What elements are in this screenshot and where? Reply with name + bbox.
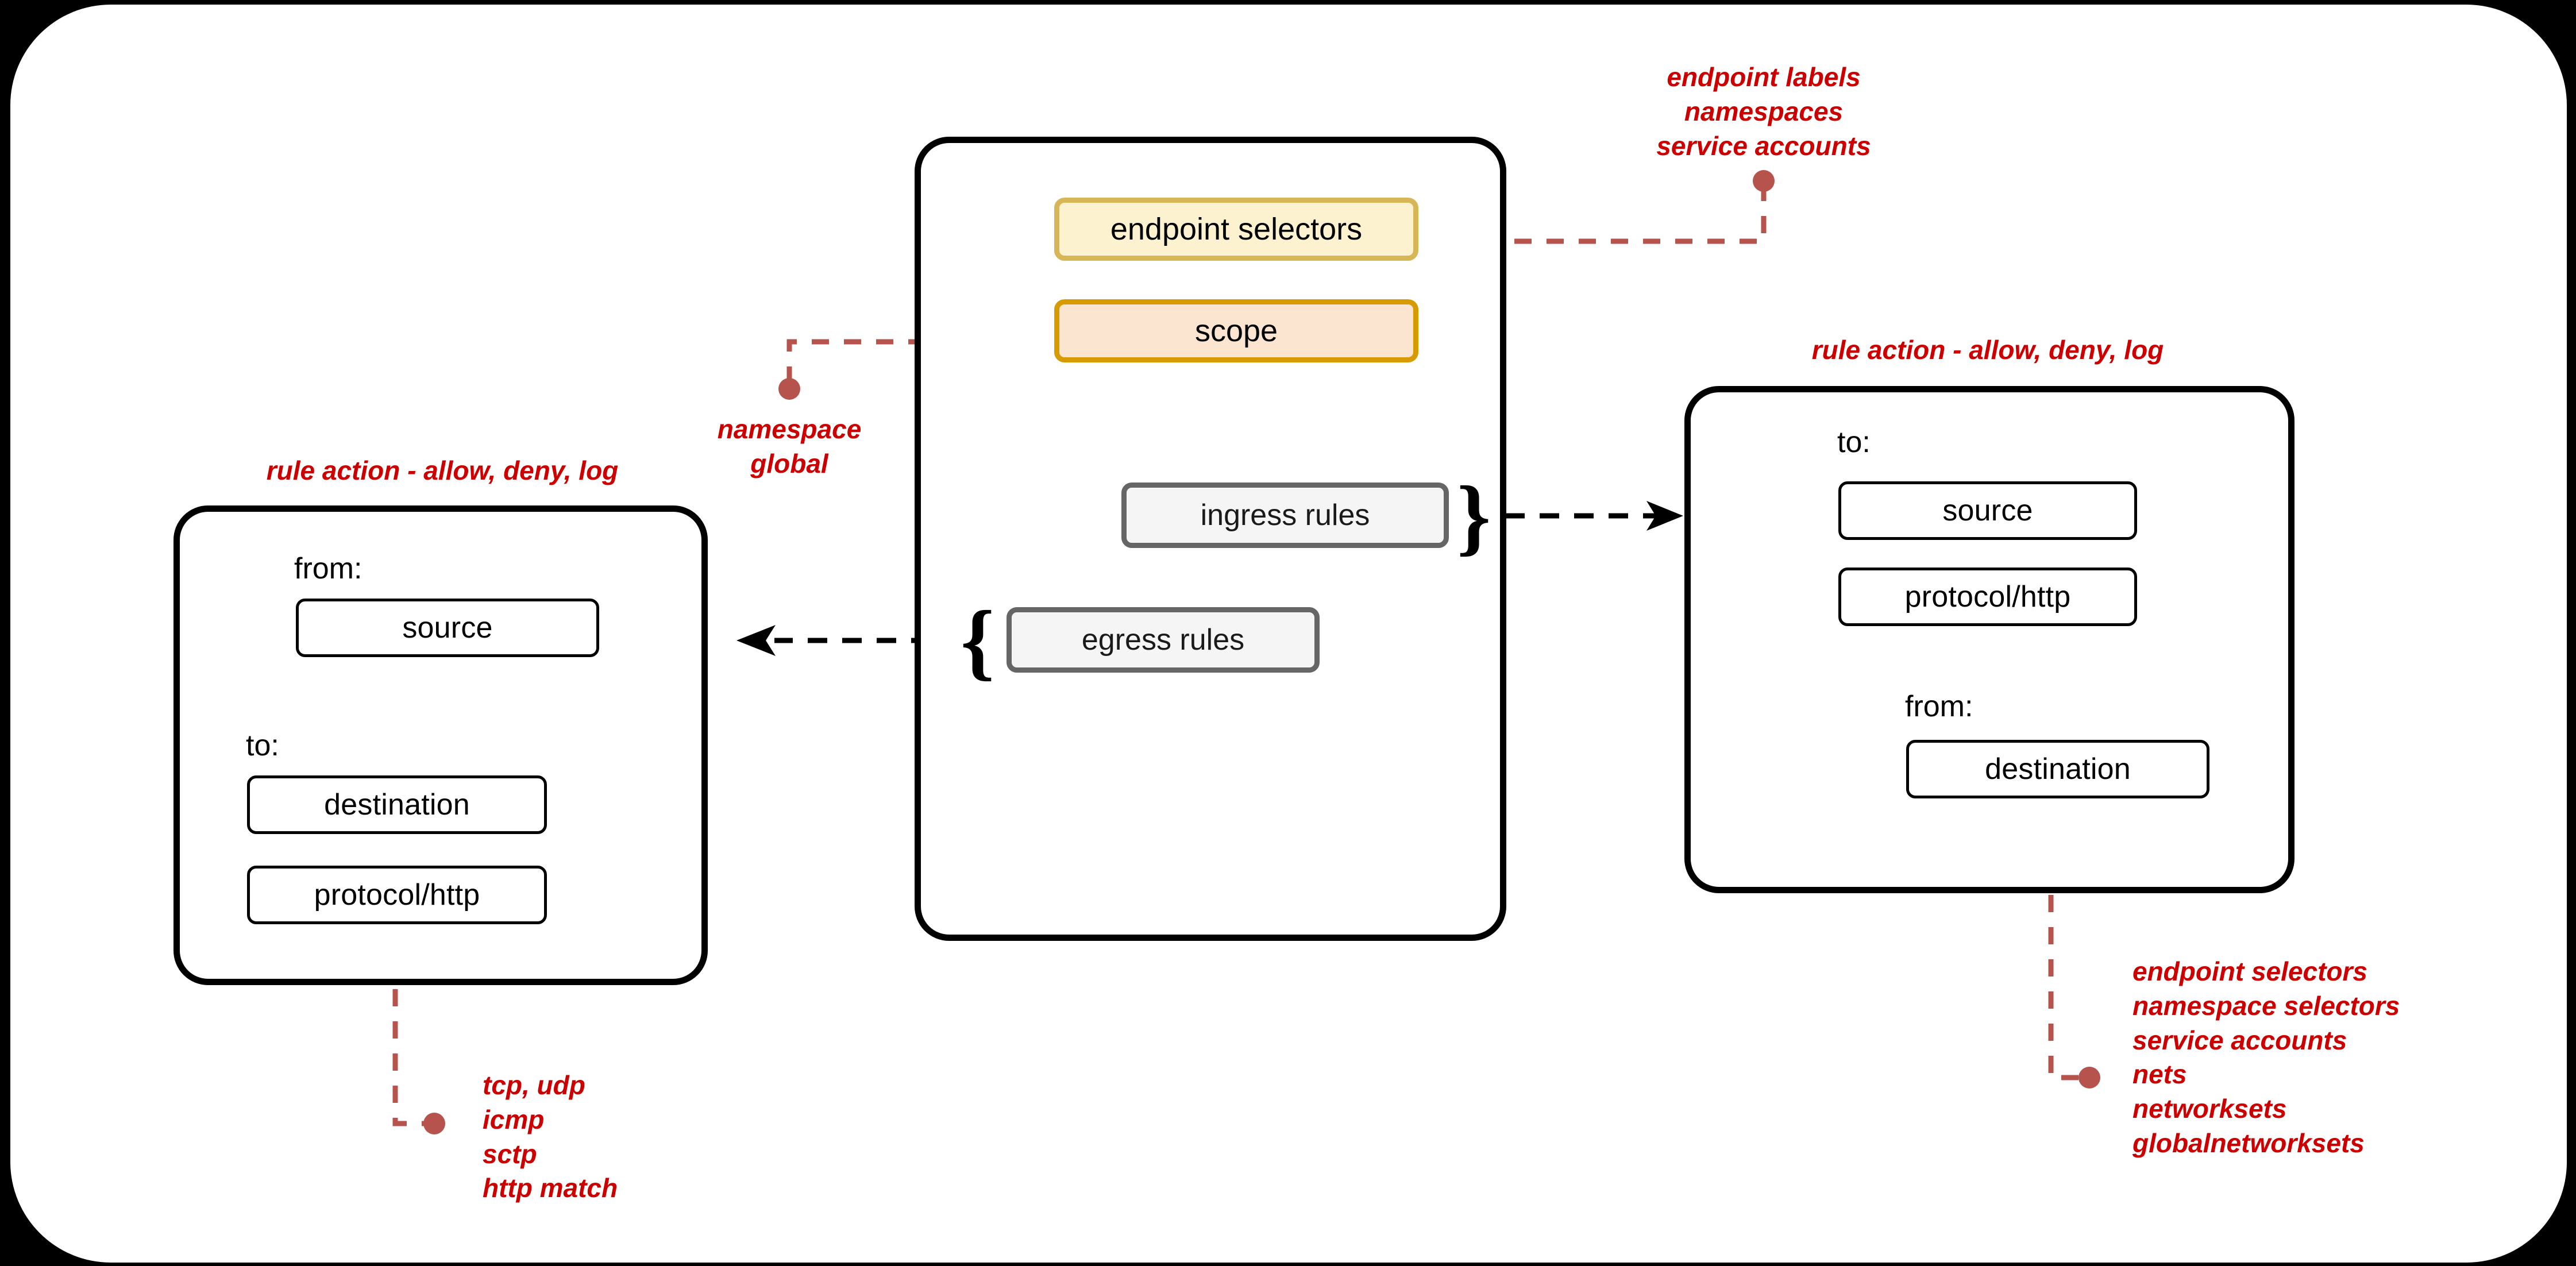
right-source-box[interactable]: source bbox=[1838, 481, 2137, 540]
right-panel-heading: rule action - allow, deny, log bbox=[1683, 333, 2292, 368]
left-destination-box[interactable]: destination bbox=[247, 775, 547, 834]
annotation-destination-line-4: nets bbox=[2132, 1059, 2187, 1090]
ingress-rules-box[interactable]: ingress rules bbox=[1121, 483, 1449, 548]
right-protocol-box[interactable]: protocol/http bbox=[1838, 568, 2137, 626]
right-from-label: from: bbox=[1905, 690, 1973, 723]
right-destination-box[interactable]: destination bbox=[1906, 740, 2209, 798]
annotation-scope: namespace global bbox=[651, 412, 927, 481]
annotation-destination-line-3: service accounts bbox=[2132, 1025, 2347, 1055]
annotation-destination-line-5: networksets bbox=[2132, 1094, 2287, 1124]
right-to-label: to: bbox=[1837, 426, 1871, 459]
annotation-endpoint-selectors-line-3: service accounts bbox=[1656, 130, 1871, 161]
left-to-label: to: bbox=[246, 729, 279, 762]
ingress-rule-panel bbox=[1684, 386, 2295, 893]
scope-box[interactable]: scope bbox=[1054, 299, 1418, 362]
annotation-endpoint-selectors-line-2: namespaces bbox=[1684, 96, 1844, 126]
ingress-brace: } bbox=[1457, 469, 1491, 564]
annotation-protocol-line-4: http match bbox=[483, 1173, 618, 1203]
annotation-destination-line-1: endpoint selectors bbox=[2132, 956, 2367, 986]
egress-brace: { bbox=[961, 593, 995, 689]
annotation-protocol: tcp, udp icmp sctp http match bbox=[483, 1068, 839, 1206]
annotation-endpoint-selectors-line-1: endpoint labels bbox=[1667, 62, 1861, 92]
left-from-label: from: bbox=[294, 552, 363, 585]
annotation-destination: endpoint selectors namespace selectors s… bbox=[2132, 955, 2569, 1161]
right-panel-heading-text: rule action - allow, deny, log bbox=[1811, 335, 2164, 365]
annotation-scope-line-1: namespace bbox=[717, 414, 862, 444]
annotation-protocol-line-1: tcp, udp bbox=[483, 1070, 585, 1100]
left-panel-heading: rule action - allow, deny, log bbox=[172, 454, 712, 488]
annotation-endpoint-selectors: endpoint labels namespaces service accou… bbox=[1591, 60, 1936, 163]
left-source-box[interactable]: source bbox=[296, 599, 599, 657]
endpoint-selectors-box[interactable]: endpoint selectors bbox=[1054, 198, 1418, 261]
annotation-scope-line-2: global bbox=[750, 448, 828, 478]
annotation-destination-line-2: namespace selectors bbox=[2132, 990, 2400, 1021]
annotation-protocol-line-3: sctp bbox=[483, 1138, 537, 1169]
annotation-destination-line-6: globalnetworksets bbox=[2132, 1128, 2365, 1158]
annotation-protocol-line-2: icmp bbox=[483, 1104, 545, 1134]
left-panel-heading-text: rule action - allow, deny, log bbox=[266, 456, 619, 485]
egress-rules-box[interactable]: egress rules bbox=[1007, 607, 1320, 673]
left-protocol-box[interactable]: protocol/http bbox=[247, 866, 547, 924]
